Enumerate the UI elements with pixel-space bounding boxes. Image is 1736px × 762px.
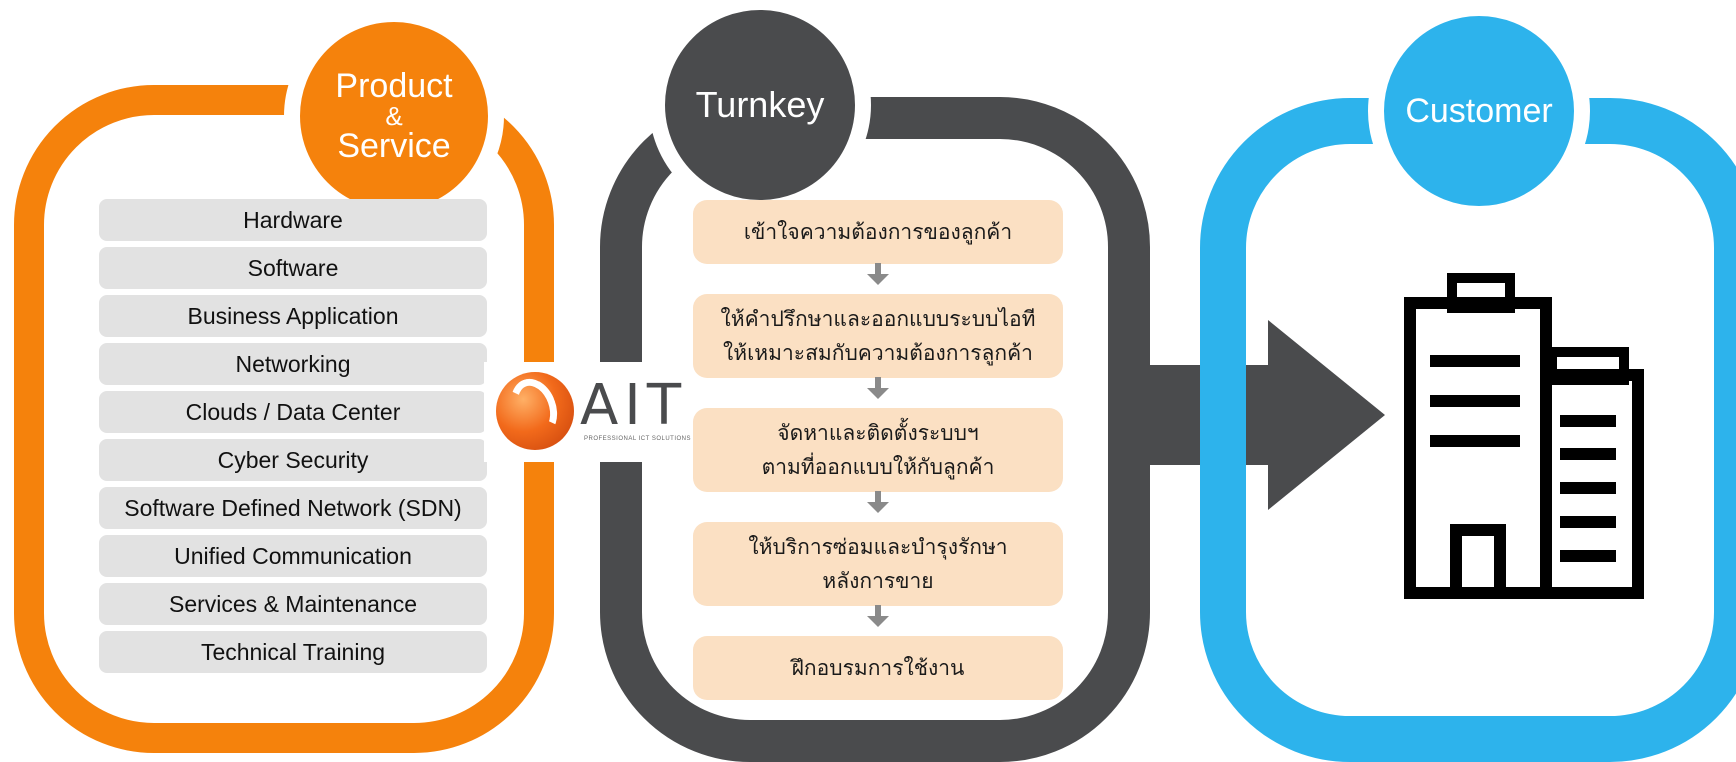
product-service-title-line3: Service <box>337 127 451 165</box>
product-service-circle: Product & Service <box>284 6 504 226</box>
step-5-line1: ฝึกอบรมการใช้งาน <box>791 656 965 680</box>
list-item-clouds-data-center: Clouds / Data Center <box>99 391 487 433</box>
turnkey-steps: เข้าใจความต้องการของลูกค้า ให้คำปรึกษาแล… <box>693 200 1063 700</box>
down-arrow-icon <box>693 604 1063 636</box>
logo-text: AIT <box>580 373 688 438</box>
list-item-hardware: Hardware <box>99 199 487 241</box>
list-item-technical-training: Technical Training <box>99 631 487 673</box>
down-arrow-icon <box>693 490 1063 522</box>
logo-tagline: PROFESSIONAL ICT SOLUTIONS <box>584 436 692 442</box>
down-arrow-icon <box>693 376 1063 408</box>
step-4: ให้บริการซ่อมและบำรุงรักษา หลังการขาย <box>693 522 1063 606</box>
step-2-line2: ให้เหมาะสมกับความต้องการลูกค้า <box>723 341 1033 365</box>
ait-logo-icon <box>496 372 574 450</box>
list-item-software: Software <box>99 247 487 289</box>
turnkey-title: Turnkey <box>695 84 825 125</box>
turnkey-circle: Turnkey <box>649 0 871 216</box>
list-item-sdn: Software Defined Network (SDN) <box>99 487 487 529</box>
step-2-line1: ให้คำปรึกษาและออกแบบระบบไอที <box>720 307 1036 331</box>
step-3: จัดหาและติดตั้งระบบฯ ตามที่ออกแบบให้กับล… <box>693 408 1063 492</box>
step-5: ฝึกอบรมการใช้งาน <box>693 636 1063 700</box>
list-item-business-application: Business Application <box>99 295 487 337</box>
product-service-title-line2: & <box>385 101 403 131</box>
customer-title: Customer <box>1405 91 1553 130</box>
step-4-line1: ให้บริการซ่อมและบำรุงรักษา <box>748 535 1008 559</box>
customer-circle: Customer <box>1368 0 1590 222</box>
product-service-list: Hardware Software Business Application N… <box>99 199 487 679</box>
list-item-services-maintenance: Services & Maintenance <box>99 583 487 625</box>
step-2: ให้คำปรึกษาและออกแบบระบบไอที ให้เหมาะสมก… <box>693 294 1063 378</box>
step-1: เข้าใจความต้องการของลูกค้า <box>693 200 1063 264</box>
step-1-line1: เข้าใจความต้องการของลูกค้า <box>743 220 1013 244</box>
step-3-line2: ตามที่ออกแบบให้กับลูกค้า <box>761 455 995 479</box>
step-3-line1: จัดหาและติดตั้งระบบฯ <box>777 421 979 445</box>
list-item-networking: Networking <box>99 343 487 385</box>
list-item-cyber-security: Cyber Security <box>99 439 487 481</box>
list-item-unified-communication: Unified Communication <box>99 535 487 577</box>
building-icon <box>1404 273 1644 599</box>
product-service-title-line1: Product <box>335 67 453 105</box>
step-4-line2: หลังการขาย <box>822 569 934 593</box>
down-arrow-icon <box>693 262 1063 294</box>
